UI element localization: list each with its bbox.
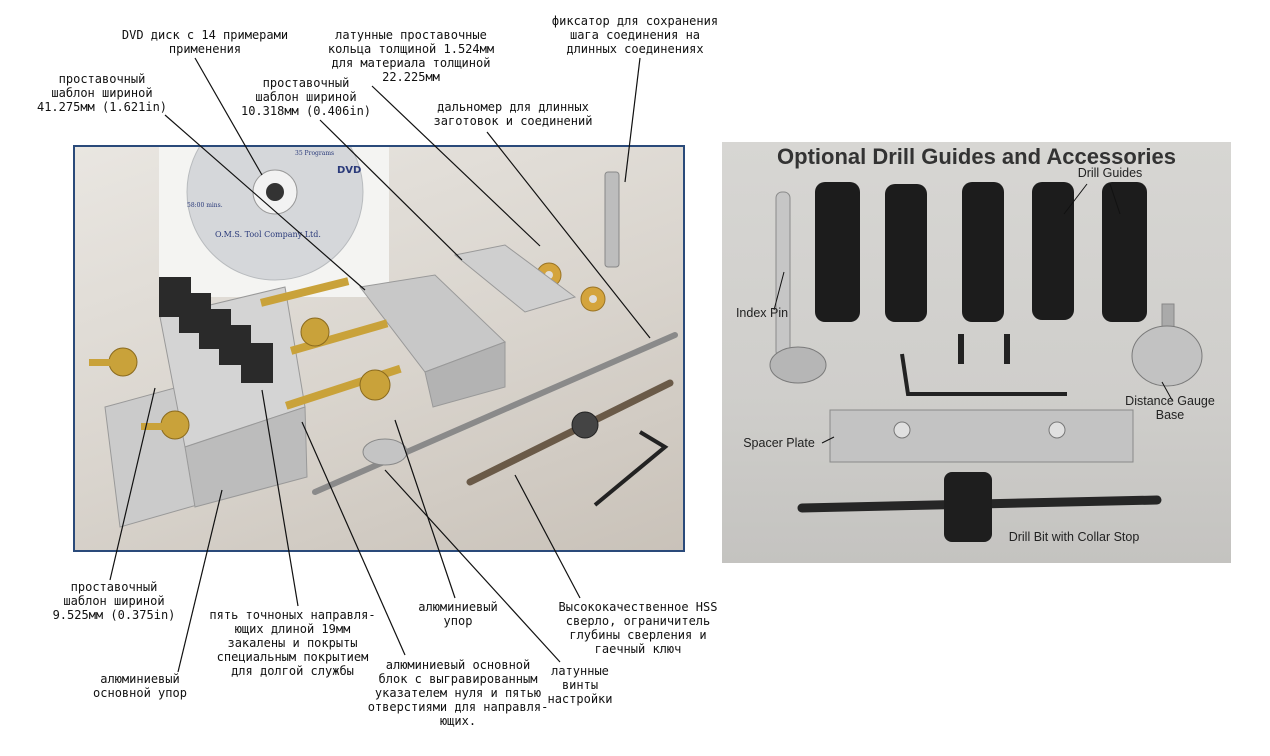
distance-gauge-base [1131, 325, 1203, 387]
lock-pin [604, 171, 620, 268]
dvd-runtime: 58:00 mins. [187, 202, 223, 209]
label-alu-stop: алюминиевый упор [418, 600, 498, 628]
optional-drill-guides [815, 182, 1147, 322]
dvd-programs: 35 Programs [295, 150, 334, 157]
label-brass-rings: латунные проставочные кольца толщиной 1.… [327, 28, 495, 84]
label-alu-base-stop: алюминиевый основной упор [93, 672, 187, 700]
label-hss-drill: Высококачественное HSS сверло, ограничит… [558, 600, 718, 656]
hex-key [593, 430, 669, 507]
screw [958, 334, 964, 364]
label-spacer-10: проставочный шаблон шириной 10.318мм (0.… [240, 76, 372, 118]
accessories-photo: Optional Drill Guides and Accessories [722, 142, 1231, 563]
accessories-title: Optional Drill Guides and Accessories [777, 144, 1176, 169]
label-rangefinder: дальномер для длинных заготовок и соедин… [433, 100, 593, 128]
label-lock-pin: фиксатор для сохранения шага соединения … [551, 14, 719, 56]
collar-stop [571, 411, 599, 439]
drill-collar-stop [944, 472, 992, 542]
label-spacer-plate: Spacer Plate [743, 436, 815, 450]
dowel-jig-kit-illustration: O.M.S. Tool Company Ltd. 35 Programs 58:… [89, 147, 678, 528]
dvd-brand: O.M.S. Tool Company Ltd. [215, 230, 321, 239]
allen-key [900, 353, 1067, 396]
label-drill-bit: Drill Bit with Collar Stop [1008, 530, 1140, 544]
label-index-pin: Index Pin [735, 306, 789, 320]
screw [1004, 334, 1010, 364]
five-drill-guides [159, 277, 273, 383]
label-dvd: DVD диск с 14 примерами применения [121, 28, 289, 56]
label-alu-base-block: алюминиевый основной блок с выгравирован… [367, 658, 549, 728]
label-distance-gauge-base: Distance Gauge Base [1125, 394, 1215, 422]
label-spacer-9: проставочный шаблон шириной 9.525мм (0.3… [52, 580, 176, 622]
hss-drill-bit [466, 379, 674, 486]
spacer-plate [829, 409, 1134, 463]
label-brass-screws: латунные винты настройки [547, 664, 613, 706]
label-drill-guides: Drill Guides [1077, 166, 1143, 180]
dowel-jig-kit-photo: O.M.S. Tool Company Ltd. 35 Programs 58:… [73, 145, 685, 552]
accessories-illustration [769, 182, 1203, 542]
label-spacer-41: проставочный шаблон шириной 41.275мм (1.… [36, 72, 168, 114]
alu-stop [362, 438, 408, 466]
dvd-logo: DVD [337, 165, 361, 176]
